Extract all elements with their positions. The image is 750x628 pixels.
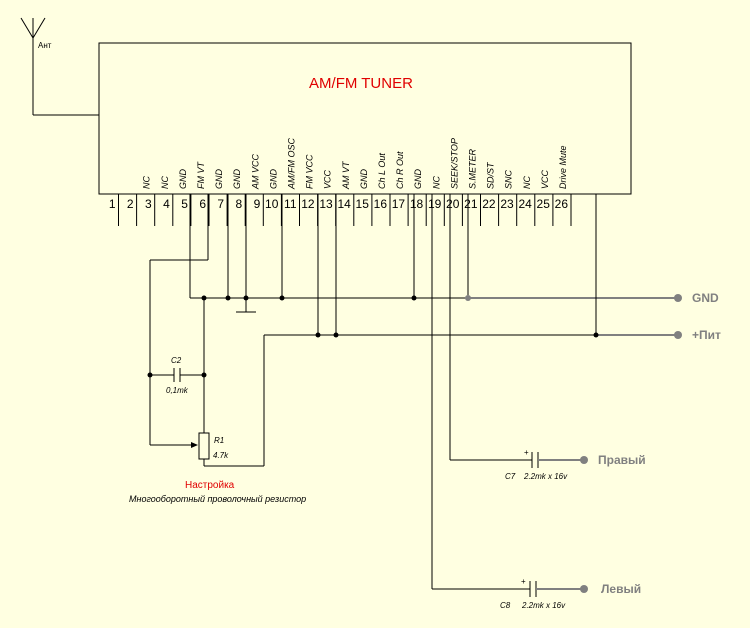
pin-number: 4 <box>163 197 170 211</box>
c8-value: 2.2mk x 16v <box>521 601 566 610</box>
c7-polarity: + <box>524 448 529 457</box>
pin-number: 24 <box>518 197 532 211</box>
pin-number: 16 <box>374 197 388 211</box>
pin-label: GND <box>232 168 242 189</box>
right-label: Правый <box>598 453 646 467</box>
tuning-note: Настройка <box>185 480 235 491</box>
pin-number: 1 <box>109 197 116 211</box>
c2-name: C2 <box>171 356 182 365</box>
pin-number: 14 <box>337 197 351 211</box>
antenna-icon <box>20 17 99 116</box>
r1-resistor-icon <box>198 432 210 460</box>
right-terminal-icon <box>580 456 588 464</box>
pin-number: 3 <box>145 197 152 211</box>
pin-label: SEEK/STOP <box>449 138 459 189</box>
pin-label: AM VT <box>341 160 351 190</box>
pin-label: NC <box>431 176 441 189</box>
pin-number: 22 <box>482 197 496 211</box>
pin-number: 6 <box>199 197 206 211</box>
pin-label: AM/FM OSC <box>287 138 297 190</box>
gnd-terminal-icon <box>674 294 682 302</box>
left-terminal-icon <box>580 585 588 593</box>
pin-label: FM VT <box>196 161 206 189</box>
tuning-circuit <box>147 194 265 467</box>
pin-label: AM VCC <box>250 153 260 190</box>
pin-label: NC <box>522 176 532 189</box>
pin-number: 17 <box>392 197 406 211</box>
pin-label: SNC <box>504 169 514 189</box>
pin-number: 7 <box>217 197 224 211</box>
pin-label: GND <box>413 169 423 190</box>
right-channel-circuit <box>449 194 588 468</box>
c8-name: C8 <box>500 601 511 610</box>
left-label: Левый <box>601 582 641 596</box>
pin-label: Drive Mute <box>558 145 568 189</box>
resistor-note: Многооборотный проволочный резистор <box>129 494 306 504</box>
pin-number: 25 <box>537 197 551 211</box>
pin-number: 26 <box>555 197 569 211</box>
chip-title: AM/FM TUNER <box>309 75 413 92</box>
pin-number: 13 <box>319 197 333 211</box>
pin-number: 5 <box>181 197 188 211</box>
pin-label: NC <box>160 176 170 189</box>
pin-number: 10 <box>265 197 279 211</box>
antenna-label: Ант <box>38 41 52 50</box>
r1-value: 4.7k <box>213 451 229 460</box>
pin-number: 15 <box>356 197 370 211</box>
pin-number: 23 <box>500 197 514 211</box>
pin-number: 19 <box>428 197 442 211</box>
pin-label: Ch R Out <box>395 151 405 189</box>
gnd-label: GND <box>692 291 719 305</box>
power-terminal-icon <box>674 331 682 339</box>
pin-label: GND <box>359 169 369 190</box>
pin-number: 20 <box>446 197 460 211</box>
c7-name: C7 <box>505 472 516 481</box>
pin-number: 11 <box>284 197 297 211</box>
pin-number: 8 <box>236 197 243 211</box>
power-label: +Пит <box>692 328 721 342</box>
pin-number: 2 <box>127 197 134 211</box>
gnd-bus <box>189 194 682 313</box>
power-bus <box>264 194 682 339</box>
pin-label: VCC <box>323 169 333 189</box>
left-channel-circuit <box>431 194 588 597</box>
pin-label: NC <box>142 176 152 189</box>
pin-number: 9 <box>254 197 261 211</box>
tuner-chip <box>98 42 632 195</box>
pin-label: GND <box>214 169 224 190</box>
pin-label: GND <box>178 169 188 190</box>
pin-label: FM VCC <box>305 154 315 189</box>
pin-label: S.METER <box>468 148 478 189</box>
c7-value: 2.2mk x 16v <box>523 472 568 481</box>
pin-number: 12 <box>301 197 315 211</box>
pin-label: SD/ST <box>486 161 496 189</box>
c8-polarity: + <box>521 577 526 586</box>
pin-label: GND <box>268 169 278 190</box>
pin-label: Ch L Out <box>377 153 387 189</box>
pin-number: 21 <box>464 197 478 211</box>
c2-value: 0,1mk <box>166 386 189 395</box>
pin-number: 18 <box>410 197 424 211</box>
r1-name: R1 <box>214 436 224 445</box>
pin-label: VCC <box>540 169 550 189</box>
